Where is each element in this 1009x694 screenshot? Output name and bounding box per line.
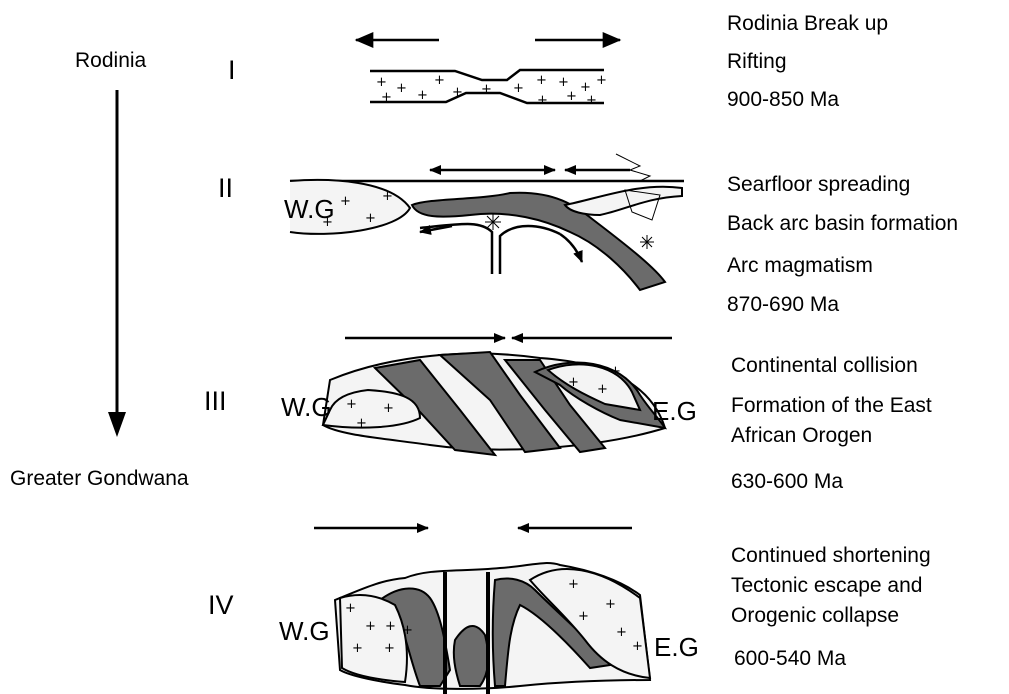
svg-text:+: + bbox=[365, 619, 376, 634]
stage-4-line-1: Continued shortening bbox=[731, 544, 931, 567]
svg-text:+: + bbox=[568, 375, 579, 390]
svg-text:+: + bbox=[537, 93, 548, 108]
stage-2-numeral: II bbox=[218, 173, 233, 203]
svg-text:+: + bbox=[396, 81, 407, 96]
stage-2-volcano-symbol bbox=[616, 154, 650, 181]
svg-text:+: + bbox=[597, 382, 608, 397]
stage-3-numeral: III bbox=[204, 386, 227, 416]
svg-text:+: + bbox=[513, 81, 524, 96]
svg-text:+: + bbox=[402, 623, 413, 638]
timeline: Rodinia Greater Gondwana bbox=[10, 49, 189, 490]
stage-3-description: Continental collision Formation of the E… bbox=[731, 354, 932, 493]
stage-2-sketch: W.G ++ ++ bbox=[284, 154, 684, 290]
svg-text:+: + bbox=[345, 601, 356, 616]
svg-text:+: + bbox=[365, 211, 376, 226]
svg-text:+: + bbox=[383, 401, 394, 416]
svg-text:+: + bbox=[632, 639, 643, 654]
svg-text:+: + bbox=[376, 75, 387, 90]
stage-1-line-1: Rodinia Break up bbox=[727, 12, 888, 35]
svg-text:+: + bbox=[452, 85, 463, 100]
svg-text:+: + bbox=[568, 577, 579, 592]
stage-3-line-2: Formation of the East bbox=[731, 394, 932, 417]
svg-text:+: + bbox=[434, 73, 445, 88]
stage-1-age: 900-850 Ma bbox=[727, 88, 839, 111]
svg-text:+: + bbox=[322, 215, 333, 230]
stage-2-line-1: Searfloor spreading bbox=[727, 173, 910, 196]
svg-text:+: + bbox=[578, 609, 589, 624]
stage-2-age: 870-690 Ma bbox=[727, 293, 839, 316]
stage-2-line-2: Back arc basin formation bbox=[727, 212, 958, 235]
svg-text:+: + bbox=[382, 189, 393, 204]
svg-text:+: + bbox=[417, 88, 428, 103]
svg-text:+: + bbox=[340, 194, 351, 209]
stage-4-numeral: IV bbox=[208, 590, 234, 620]
svg-text:+: + bbox=[356, 416, 367, 431]
stage-4-sketch: W.G E.G ++ ++ ++ ++ ++ + bbox=[279, 528, 699, 694]
svg-text:+: + bbox=[610, 364, 621, 379]
stage-2-magma-burst-icon bbox=[485, 214, 501, 230]
stage-4-description: Continued shortening Tectonic escape and… bbox=[731, 544, 931, 670]
stage-4-line-3: Orogenic collapse bbox=[731, 604, 899, 627]
stage-3-sketch: W.G E.G ++ ++ ++ bbox=[281, 338, 697, 455]
stage-4-line-2: Tectonic escape and bbox=[731, 574, 922, 597]
stage-4-age: 600-540 Ma bbox=[734, 647, 846, 670]
svg-text:+: + bbox=[596, 73, 607, 88]
stage-1-sketch: ++ ++ ++ ++ ++ ++ ++ + bbox=[356, 40, 620, 108]
stage-1-description: Rodinia Break up Rifting 900-850 Ma bbox=[727, 12, 888, 111]
svg-text:+: + bbox=[385, 619, 396, 634]
stage-3-age: 630-600 Ma bbox=[731, 470, 843, 493]
stage-2-line-3: Arc magmatism bbox=[727, 254, 873, 277]
svg-text:+: + bbox=[346, 397, 357, 412]
timeline-end-label: Greater Gondwana bbox=[10, 467, 189, 490]
stage-2-arc-block bbox=[565, 187, 682, 215]
svg-text:+: + bbox=[558, 75, 569, 90]
stage-4-eg-label: E.G bbox=[654, 632, 699, 662]
stage-2-mantle-upwelling bbox=[420, 224, 560, 274]
stage-3-eg-label: E.G bbox=[652, 396, 697, 426]
stage-1-numeral: I bbox=[228, 55, 236, 85]
stage-2-magma-burst-icon-2 bbox=[640, 235, 654, 249]
svg-text:+: + bbox=[616, 625, 627, 640]
svg-text:+: + bbox=[566, 89, 577, 104]
svg-text:+: + bbox=[352, 641, 363, 656]
svg-text:+: + bbox=[586, 93, 597, 108]
stage-2-description: Searfloor spreading Back arc basin forma… bbox=[727, 173, 958, 316]
stage-2-arrow-convection-right bbox=[560, 234, 582, 262]
stage-4-fold-2 bbox=[454, 626, 488, 686]
svg-text:+: + bbox=[481, 82, 492, 97]
stage-3-line-1: Continental collision bbox=[731, 354, 918, 377]
svg-text:+: + bbox=[384, 641, 395, 656]
svg-text:+: + bbox=[605, 597, 616, 612]
stage-4-wg-label: W.G bbox=[279, 616, 330, 646]
svg-text:+: + bbox=[536, 73, 547, 88]
stage-3-wg-label: W.G bbox=[281, 392, 332, 422]
timeline-arrowhead bbox=[108, 412, 126, 437]
svg-text:+: + bbox=[381, 90, 392, 105]
timeline-start-label: Rodinia bbox=[75, 49, 147, 72]
stage-3-line-3: African Orogen bbox=[731, 424, 872, 447]
stage-1-line-2: Rifting bbox=[727, 50, 787, 73]
